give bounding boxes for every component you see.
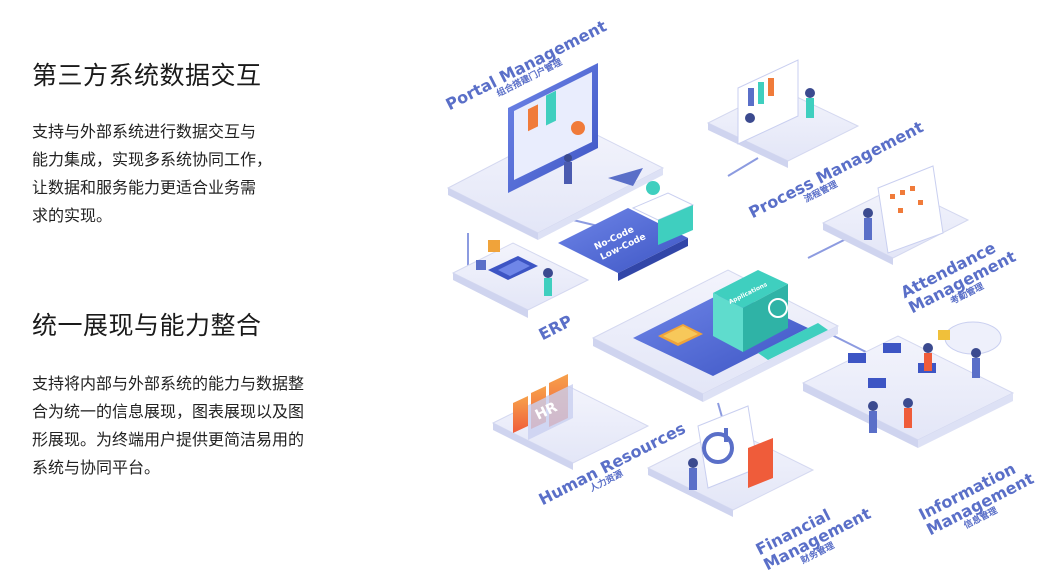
erp-platform bbox=[451, 240, 590, 318]
section-title-unified-display: 统一展现与能力整合 bbox=[32, 311, 262, 340]
information-management-platform bbox=[801, 321, 1015, 448]
section-body-data-interaction: 支持与外部系统进行数据交互与 能力集成，实现多系统协同工作， 让数据和服务能力更… bbox=[32, 118, 372, 230]
section-title-data-interaction: 第三方系统数据交互 bbox=[32, 61, 262, 90]
isometric-illustration: No-Code Low-Code Applications bbox=[428, 8, 1040, 578]
body-line: 合为统一的信息展现，图表展现以及图 bbox=[32, 402, 305, 421]
body-line: 支持将内部与外部系统的能力与数据整 bbox=[32, 374, 305, 393]
human-resources-platform: HR bbox=[491, 374, 650, 470]
body-line: 形展现。为终端用户提供更简洁易用的 bbox=[32, 430, 305, 449]
process-management-platform bbox=[706, 59, 860, 168]
illustration-svg: No-Code Low-Code Applications bbox=[446, 59, 1015, 517]
section-body-unified-display: 支持将内部与外部系统的能力与数据整 合为统一的信息展现，图表展现以及图 形展现。… bbox=[32, 370, 372, 482]
body-line: 让数据和服务能力更适合业务需 bbox=[32, 178, 257, 197]
no-code-low-code-card: No-Code Low-Code bbox=[558, 168, 695, 281]
body-line: 能力集成，实现多系统协同工作， bbox=[32, 150, 273, 169]
portal-management-platform bbox=[446, 63, 665, 240]
body-line: 支持与外部系统进行数据交互与 bbox=[32, 122, 257, 141]
body-line: 系统与协同平台。 bbox=[32, 458, 161, 477]
attendance-management-platform bbox=[821, 165, 970, 265]
financial-management-platform bbox=[646, 405, 815, 517]
body-line: 求的实现。 bbox=[32, 206, 113, 225]
central-hub-platform: Applications bbox=[591, 269, 840, 402]
